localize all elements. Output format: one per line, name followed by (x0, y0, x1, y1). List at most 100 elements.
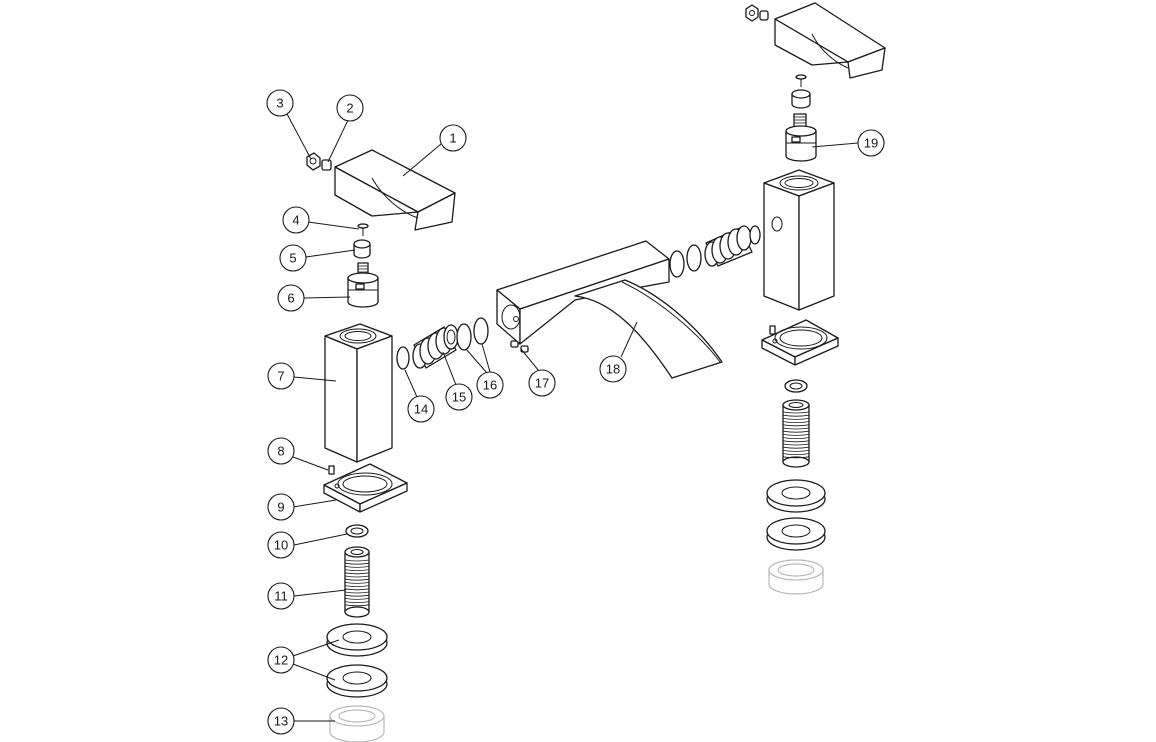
thread-line (344, 572, 370, 575)
left-base-plate (323, 463, 408, 513)
callout-15-label: 15 (452, 390, 466, 405)
callout-2-label: 2 (346, 101, 353, 116)
left-check-valve (412, 324, 459, 369)
thread-line (344, 601, 370, 603)
right-base-plate (761, 319, 839, 366)
left-lever-handle (334, 149, 456, 231)
thread-line (344, 559, 370, 562)
callout-6-label: 6 (287, 291, 294, 306)
thread-line (344, 585, 370, 587)
callout-18: 18 (599, 355, 627, 383)
callout-12-label: 12 (274, 653, 288, 668)
callout-5-label: 5 (289, 251, 296, 266)
thread-line (344, 578, 370, 581)
thread-line (782, 418, 810, 420)
thread-line (782, 411, 810, 414)
right-indicator-cap (745, 4, 759, 22)
callout-5: 5 (279, 244, 307, 272)
left-o-ring (396, 346, 410, 370)
left-fixing-washers (326, 623, 388, 698)
thread-line (782, 437, 810, 439)
thread-line (344, 575, 370, 578)
right-tap-body (763, 169, 835, 311)
callout-14-label: 14 (414, 402, 428, 417)
callout-12: 12 (267, 646, 295, 674)
callout-16-label: 16 (483, 378, 497, 393)
right-backnut (768, 559, 824, 595)
callout-13: 13 (267, 707, 295, 735)
left-tap-body (324, 323, 393, 463)
left-screw (357, 223, 369, 236)
right-o-rings-pair (669, 244, 702, 278)
left-threaded-shank (344, 546, 370, 618)
callout-11: 11 (267, 582, 295, 610)
thread-line (782, 453, 810, 455)
callout-10: 10 (267, 531, 295, 559)
callout-2: 2 (336, 94, 364, 122)
callout-19: 19 (857, 129, 885, 157)
left-adaptor (353, 239, 371, 259)
callout-16: 16 (476, 371, 504, 399)
callout-13-label: 13 (274, 714, 288, 729)
left-grub-screw (328, 465, 335, 475)
callout-11-label: 11 (274, 589, 288, 604)
thread-line (344, 604, 370, 607)
thread-line (782, 421, 810, 423)
thread-line (782, 446, 810, 449)
callout-1-label: 1 (449, 131, 456, 146)
callout-3: 3 (266, 89, 294, 117)
left-washer (345, 524, 369, 538)
callout-17-label: 17 (535, 376, 549, 391)
right-fixing-washers (766, 479, 826, 551)
grub-nut (321, 159, 332, 171)
thread-line (344, 591, 370, 594)
callout-9: 9 (267, 493, 295, 521)
callout-17: 17 (528, 369, 556, 397)
callout-1: 1 (439, 124, 467, 152)
leader-lines (285, 111, 859, 722)
right-lever-handle (774, 2, 886, 79)
callout-4-label: 4 (292, 213, 299, 228)
thread-line (782, 434, 810, 436)
right-check-valve (704, 225, 761, 267)
right-screw (795, 74, 807, 87)
callout-3-label: 3 (276, 96, 283, 111)
thread-line (782, 430, 810, 433)
left-cartridge (347, 262, 379, 308)
thread-line (344, 588, 370, 591)
thread-line (782, 440, 810, 443)
callout-9-label: 9 (277, 500, 284, 515)
callout-4: 4 (282, 206, 310, 234)
callout-14: 14 (407, 395, 435, 423)
callout-7-label: 7 (277, 369, 284, 384)
thread-line (782, 424, 810, 427)
callout-8-label: 8 (277, 444, 284, 459)
right-adaptor (791, 89, 811, 109)
thread-line (782, 456, 810, 459)
callout-19-label: 19 (864, 136, 878, 151)
thread-line (344, 594, 370, 597)
thread-line (782, 427, 810, 430)
callout-15: 15 (445, 383, 473, 411)
thread-line (782, 414, 810, 417)
spout-body (496, 240, 723, 379)
left-backnut (329, 705, 385, 742)
callout-6: 6 (277, 284, 305, 312)
thread-line (344, 582, 370, 584)
callout-10-label: 10 (274, 538, 288, 553)
callout-7: 7 (267, 362, 295, 390)
thread-line (344, 598, 370, 600)
thread-line (782, 443, 810, 446)
right-threaded-shank (782, 399, 810, 468)
thread-line (344, 569, 370, 571)
callout-18-label: 18 (606, 362, 620, 377)
callout-8: 8 (267, 437, 295, 465)
left-o-rings-pair (456, 317, 489, 351)
thread-line (344, 562, 370, 565)
thread-line (782, 450, 810, 452)
right-washer (784, 379, 808, 393)
thread-line (344, 566, 370, 568)
right-grub-nut (759, 10, 769, 21)
right-cartridge (785, 113, 817, 162)
